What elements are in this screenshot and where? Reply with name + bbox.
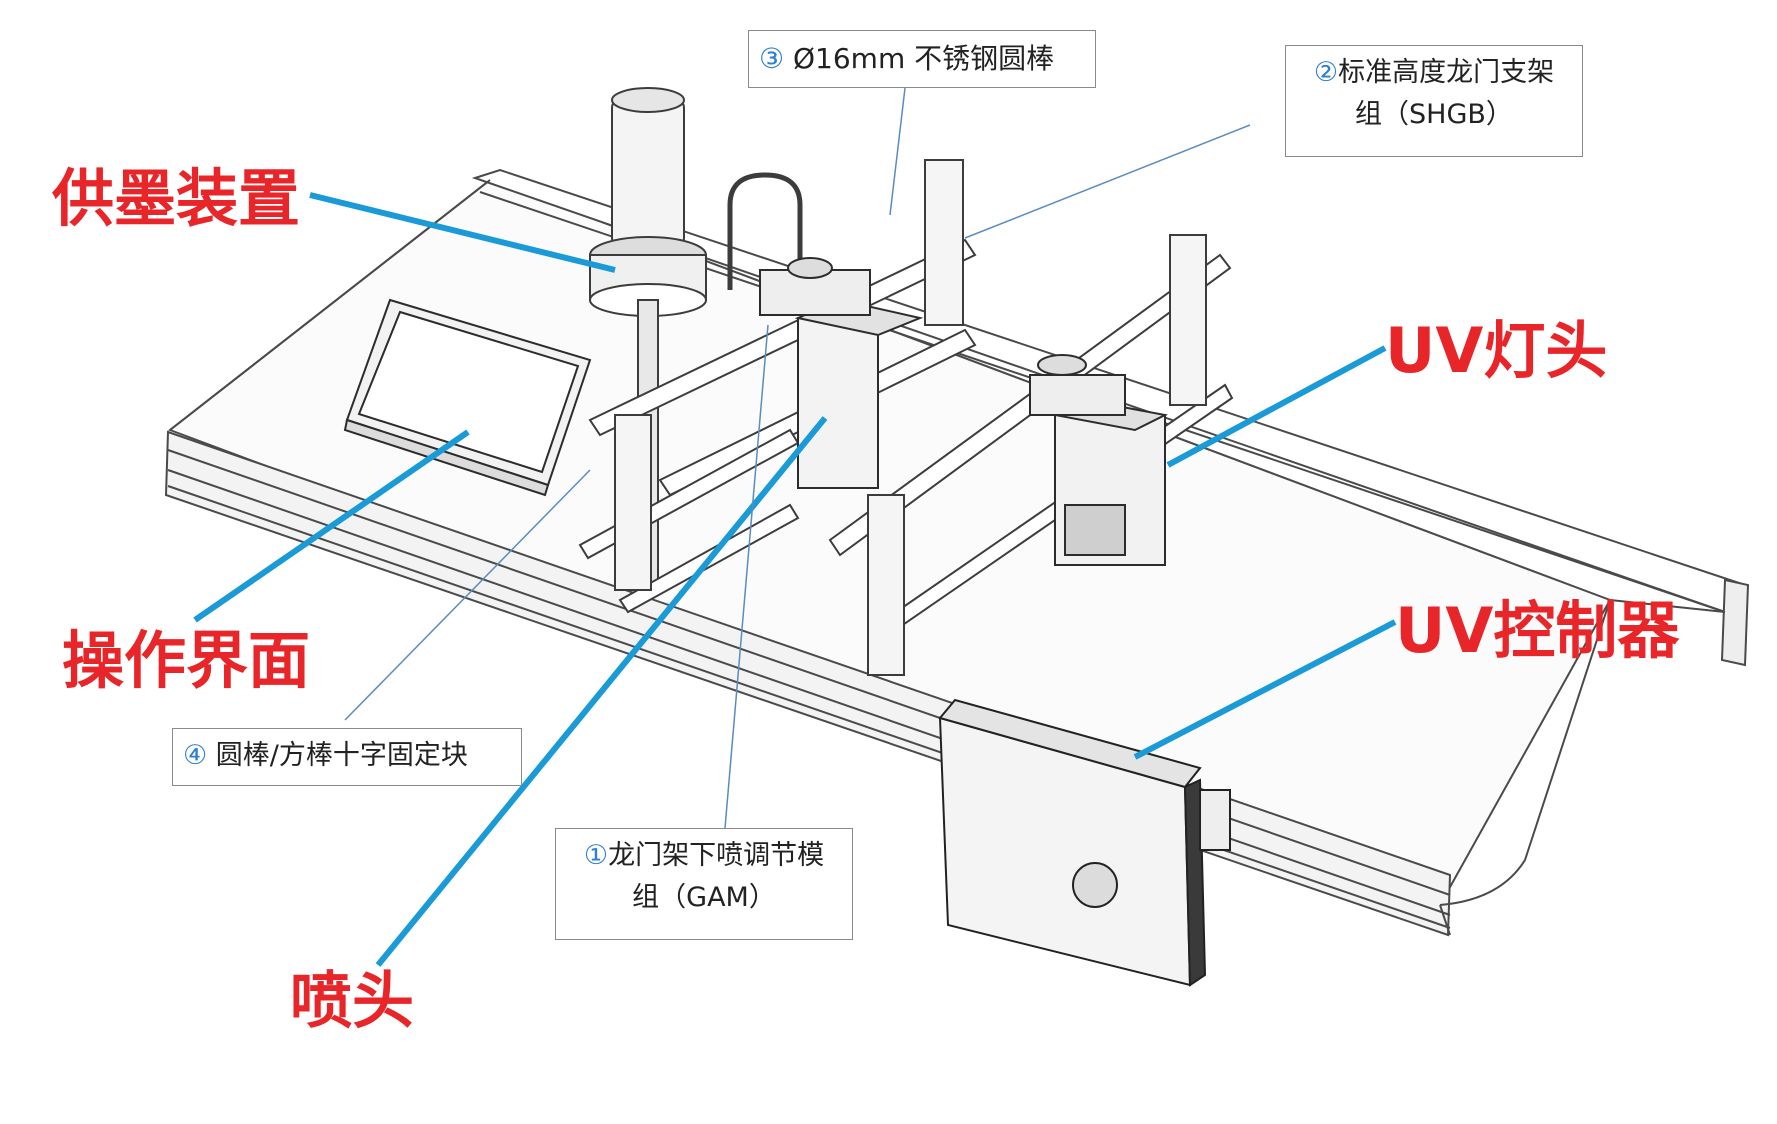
cross-block-box: ④ 圆棒/方棒十字固定块 bbox=[172, 728, 522, 786]
cross-block-number: ④ bbox=[183, 740, 208, 771]
rod-spec-number: ③ bbox=[759, 42, 785, 75]
gam-spec-line1: 龙门架下喷调节模 bbox=[608, 840, 825, 871]
rod-spec-text: Ø16mm 不锈钢圆棒 bbox=[784, 42, 1055, 75]
gam-spec-line2: 组（GAM） bbox=[632, 881, 776, 913]
ink-supply-label: 供墨装置 bbox=[52, 162, 301, 235]
leader-operation-ui bbox=[193, 429, 470, 623]
leader-gam bbox=[724, 324, 769, 829]
uv-controller-box bbox=[938, 698, 1231, 987]
leader-lines bbox=[193, 87, 1397, 967]
gam-spec-number: ① bbox=[583, 840, 609, 871]
gantry-supports bbox=[614, 159, 1207, 676]
gam-spec-box: ①龙门架下喷调节模 组（GAM） bbox=[555, 828, 853, 940]
leader-uv-controller bbox=[1133, 619, 1397, 760]
gantry-spec-line2: 组（SHGB） bbox=[1355, 98, 1513, 130]
ink-supply-unit bbox=[589, 87, 803, 591]
gantry-spec-box: ②标准高度龙门支架 组（SHGB） bbox=[1285, 45, 1583, 157]
leader-cross-block bbox=[344, 469, 591, 721]
gantry-spec-number: ② bbox=[1313, 57, 1339, 88]
nozzle-head bbox=[759, 257, 924, 489]
operation-screen bbox=[343, 298, 592, 497]
rod-spec-box: ③ Ø16mm 不锈钢圆棒 bbox=[748, 30, 1096, 88]
gantry-spec-line1: 标准高度龙门支架 bbox=[1338, 57, 1555, 88]
leader-nozzle bbox=[375, 416, 828, 967]
operation-ui-label: 操作界面 bbox=[62, 624, 311, 697]
leader-rod bbox=[889, 87, 906, 216]
uv-lamp-head bbox=[1029, 354, 1169, 566]
uv-lamp-label: UV灯头 bbox=[1385, 314, 1608, 387]
leader-uv-lamp bbox=[1166, 345, 1387, 468]
leader-ink-supply bbox=[309, 192, 616, 273]
uv-controller-label: UV控制器 bbox=[1395, 594, 1680, 667]
nozzle-label: 喷头 bbox=[290, 964, 415, 1037]
leader-gantry bbox=[964, 124, 1251, 239]
cross-block-text: 圆棒/方棒十字固定块 bbox=[207, 740, 468, 771]
